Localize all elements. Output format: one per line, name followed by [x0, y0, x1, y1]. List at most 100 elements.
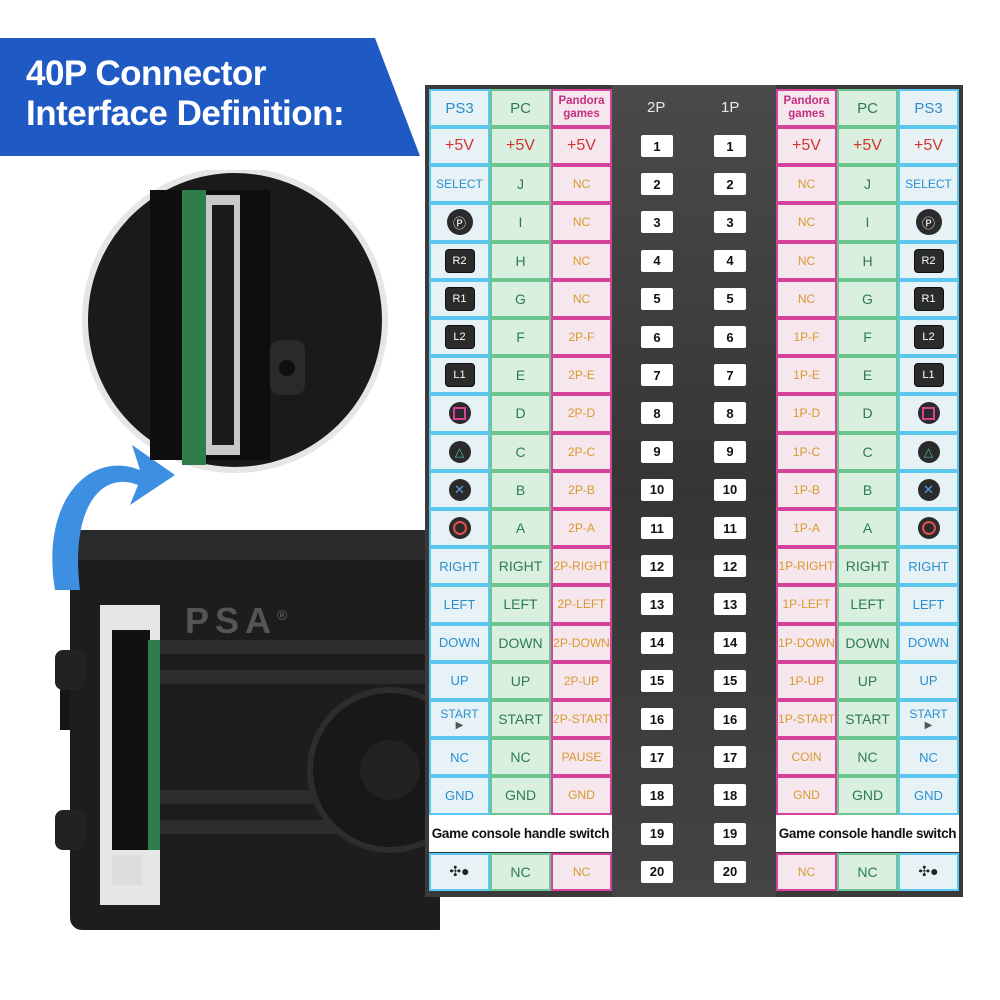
circle-button-icon [917, 517, 940, 540]
pin-2p-20: 20 [641, 860, 673, 883]
pin-2p-11: 11 [641, 517, 673, 539]
pandora-cell-r: NC [776, 241, 837, 280]
ps3-cell-r: +5V [898, 127, 959, 166]
ps3-cell-l: DOWN [429, 623, 490, 662]
pc-cell-r: H [837, 241, 898, 280]
ps3-cell-r: R2 [898, 241, 959, 280]
pandora-cell-l: NC [551, 279, 612, 318]
square-button-icon [917, 402, 940, 425]
pin-2p-9: 9 [641, 440, 673, 463]
pandora-cell-r: 1P-D [776, 394, 837, 433]
pin-2p-19: 19 [641, 822, 673, 845]
triangle-button-icon: △ [448, 440, 471, 463]
ps3-cell-l: NC [429, 738, 490, 777]
ps3-cell-r: L1 [898, 356, 959, 395]
pc-cell-l: +5V [490, 127, 551, 166]
title-banner: 40P Connector Interface Definition: [0, 38, 420, 156]
header-pandora-right: Pandora games [776, 89, 837, 127]
ps3-cell-l: L2 [429, 318, 490, 357]
pandora-cell-r: 1P-B [776, 470, 837, 509]
pc-cell-l: UP [490, 661, 551, 700]
pandora-cell-l: NC [551, 165, 612, 204]
ps3-l-label: +5V [445, 137, 474, 155]
pin-1p-8: 8 [714, 402, 746, 425]
header-ps3-left: PS3 [429, 89, 490, 127]
ps3-r-label: SELECT [905, 177, 952, 192]
pin-1p-9: 9 [714, 440, 746, 463]
ps3-cell-l: R1 [429, 279, 490, 318]
pin-2p-2: 2 [641, 173, 673, 196]
header-pandora-left: Pandora games [551, 89, 612, 127]
pandora-cell-l: 2P-E [551, 356, 612, 395]
pc-cell-r: I [837, 203, 898, 242]
pandora-cell-l: 2P-D [551, 394, 612, 433]
ps3-cell-r: △ [898, 432, 959, 471]
pin-1p-12: 12 [714, 555, 746, 578]
pc-cell-r: START [837, 700, 898, 739]
pc-cell-r: DOWN [837, 623, 898, 662]
pin-2p-14: 14 [641, 631, 673, 654]
header-pc-right: PC [837, 89, 898, 127]
pin-2p-18: 18 [641, 784, 673, 807]
pc-cell-l: LEFT [490, 585, 551, 624]
pandora-cell-l: +5V [551, 127, 612, 166]
pin-1p-2: 2 [714, 173, 746, 196]
pin-2p-3: 3 [641, 211, 673, 234]
pandora-cell-l: 2P-C [551, 432, 612, 471]
pin-1p-15: 15 [714, 669, 746, 692]
pc-cell-r: E [837, 356, 898, 395]
ps3-cell-l: △ [429, 432, 490, 471]
ps3-cell-l: +5V [429, 127, 490, 166]
header-ps3-right: PS3 [898, 89, 959, 127]
ps3-cell-r: ✕ [898, 470, 959, 509]
pandora-cell-r: 1P-RIGHT [776, 547, 837, 586]
ps3-r-label: LEFT [912, 596, 945, 612]
pin-1p-18: 18 [714, 784, 746, 807]
banner-background [0, 38, 420, 156]
pin-1p-1: 1 [714, 135, 746, 157]
pin-1p-3: 3 [714, 211, 746, 234]
ps3-cell-r [898, 509, 959, 548]
ps3-cell-l: L1 [429, 356, 490, 395]
ps3-l-label: LEFT [443, 596, 476, 612]
pandora-cell-r: NC [776, 203, 837, 242]
dpad-l-icon: ✣● [449, 863, 470, 880]
ps3-button-r1-icon: R1 [913, 286, 944, 311]
ps3-cell-r: ✣● [898, 852, 959, 891]
pc-cell-r: D [837, 394, 898, 433]
pandora-cell-l: 2P-DOWN [551, 623, 612, 662]
pin-1p-5: 5 [714, 287, 746, 310]
ps3-cell-r: RIGHT [898, 547, 959, 586]
ps3-l-label: DOWN [438, 635, 481, 651]
ps3-cell-l: ✕ [429, 470, 490, 509]
pc-cell-r: G [837, 279, 898, 318]
pc-cell-r: B [837, 470, 898, 509]
pc-cell-l: NC [490, 852, 551, 891]
pandora-cell-l: 2P-START [551, 700, 612, 739]
pin-1p-19: 19 [714, 822, 746, 845]
ps3-cell-r: R1 [898, 279, 959, 318]
cross-button-icon: ✕ [448, 478, 471, 501]
ps3-r-label: NC [919, 749, 938, 765]
ps3-l-label: NC [450, 749, 469, 765]
pin-2p-4: 4 [641, 249, 673, 272]
pc-cell-l: C [490, 432, 551, 471]
playstation-logo-icon: Ⓟ [446, 209, 473, 236]
pin-1p-17: 17 [714, 746, 746, 769]
pc-cell-l: NC [490, 738, 551, 777]
pc-cell-r: GND [837, 776, 898, 815]
ps3-cell-l: GND [429, 776, 490, 815]
pandora-cell-l: GND [551, 776, 612, 815]
pandora-cell-l: NC [551, 241, 612, 280]
pc-cell-r: RIGHT [837, 547, 898, 586]
pandora-cell-r: 1P-START [776, 700, 837, 739]
pin-2p-17: 17 [641, 746, 673, 769]
ps3-button-r2-icon: R2 [444, 248, 475, 273]
pc-cell-l: F [490, 318, 551, 357]
ps3-r-label: DOWN [907, 635, 950, 651]
pc-cell-l: G [490, 279, 551, 318]
ps3-cell-l: RIGHT [429, 547, 490, 586]
pc-cell-l: START [490, 700, 551, 739]
pandora-cell-l: 2P-B [551, 470, 612, 509]
